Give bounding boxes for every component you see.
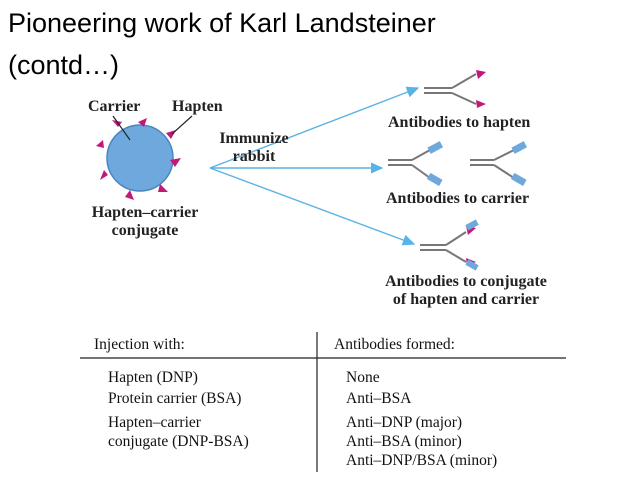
hapten-label: Hapten <box>172 98 223 115</box>
antibody-to-conjugate-icon <box>420 219 479 271</box>
table-row-2-injection: Protein carrier (BSA) <box>108 390 242 407</box>
result-hapten-label: Antibodies to hapten <box>388 114 531 131</box>
table-row-1-injection: Hapten (DNP) <box>108 369 198 386</box>
immunize-label-line-2: rabbit <box>232 148 276 165</box>
hapten-pointer-line <box>171 115 193 135</box>
table-row-5-antibodies: Anti–DNP/BSA (minor) <box>346 452 498 469</box>
slide-title-line-2: (contd…) <box>8 50 120 80</box>
result-conjugate-label: Antibodies to conjugate of hapten and ca… <box>340 273 592 309</box>
hapten-carrier-conjugate-icon <box>96 118 181 200</box>
conjugate-label-line-2: conjugate <box>111 222 179 239</box>
table-row-3-antibodies: Anti–DNP (major) <box>346 414 463 431</box>
result-conjugate-label-line-2: of hapten and carrier <box>392 291 540 308</box>
conjugate-label-line-1: Hapten–carrier <box>91 204 199 221</box>
table-row-1-antibodies: None <box>346 369 380 386</box>
table-row-4-injection: conjugate (DNP-BSA) <box>108 433 249 450</box>
slide-title: Pioneering work of Karl Landsteiner (con… <box>8 2 628 86</box>
immunize-label: Immunize rabbit <box>208 130 300 166</box>
table-row-2-antibodies: Anti–BSA <box>346 390 412 407</box>
antibody-to-carrier-icon-1 <box>388 141 444 186</box>
conjugate-label: Hapten–carrier conjugate <box>70 204 220 240</box>
result-conjugate-label-line-1: Antibodies to conjugate <box>385 273 547 290</box>
antibody-to-hapten-icon <box>424 70 486 108</box>
carrier-pointer-line <box>112 115 131 141</box>
slide-title-line-1: Pioneering work of Karl Landsteiner <box>8 8 436 38</box>
antibody-to-carrier-icon-2 <box>470 141 528 186</box>
table-row-3-injection: Hapten–carrier <box>108 414 201 431</box>
table-header-injection: Injection with: <box>94 336 185 353</box>
table-header-antibodies: Antibodies formed: <box>334 336 455 353</box>
table-row-4-antibodies: Anti–BSA (minor) <box>346 433 462 450</box>
arrow-to-hapten-antibodies <box>209 86 420 169</box>
arrow-to-conjugate-antibodies <box>209 167 416 246</box>
carrier-label: Carrier <box>88 98 141 115</box>
immunize-label-line-1: Immunize <box>219 130 289 147</box>
result-carrier-label: Antibodies to carrier <box>386 190 530 207</box>
immunization-arrows <box>209 86 420 246</box>
